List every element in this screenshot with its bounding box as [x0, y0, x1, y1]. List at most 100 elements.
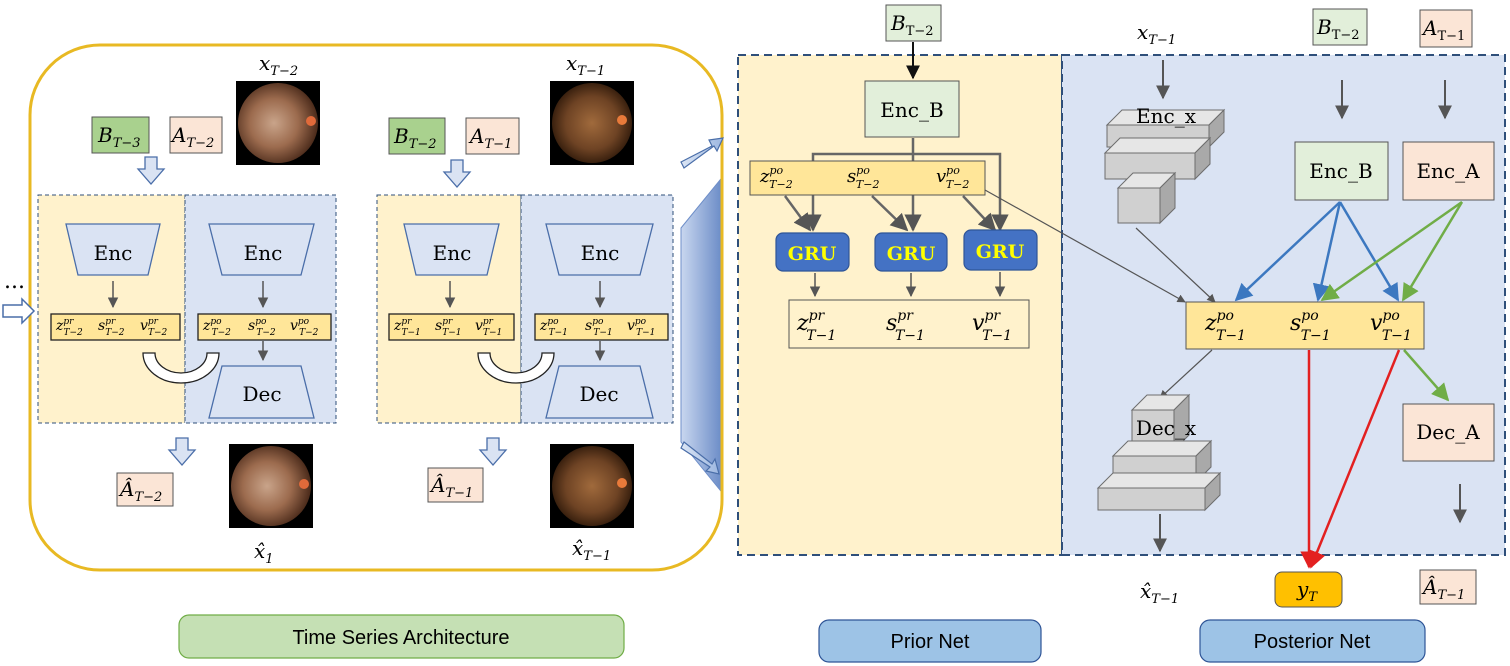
- posterior-latent-box: [534, 313, 669, 341]
- arrow-vpo-to-posterior: [984, 189, 1186, 303]
- b-tm2-prior-box: [885, 4, 942, 42]
- fundus-disc: [231, 446, 311, 526]
- ellipsis-text: ...: [4, 269, 25, 294]
- ahat-tm2-label: ÂT−2: [118, 477, 162, 505]
- optic-disc: [617, 478, 627, 488]
- ahat-tm1-post-label: ÂT−1: [1421, 575, 1465, 603]
- a-tm1-post-box: [1419, 9, 1473, 48]
- ahat-tm1-post-box: [1419, 569, 1477, 605]
- fundus-disc: [552, 446, 632, 526]
- dec-x-stack: [1096, 393, 1222, 512]
- x-tm1-label: xT−1: [566, 51, 605, 79]
- input-hollow-arrow: [2, 297, 36, 325]
- gru-3: [963, 229, 1038, 271]
- decoder: [208, 365, 315, 419]
- b-tm2-post-box: [1312, 8, 1368, 46]
- prior-latent-box: [388, 313, 515, 341]
- b-tm2-box: [388, 117, 446, 155]
- zoom-trapezoid: [680, 178, 721, 492]
- caption-time-series-label: Time Series Architecture: [292, 627, 509, 649]
- fundus-disc: [238, 83, 318, 163]
- kl-arc: [477, 352, 555, 384]
- ahat-tm1-label: ÂT−1: [429, 473, 473, 501]
- dec-a-label: Dec_A: [1416, 420, 1480, 444]
- optic-disc: [306, 116, 316, 126]
- a-tm1-label: AT−1: [468, 124, 512, 152]
- b-tm2-post-label: BT−2: [1316, 15, 1360, 43]
- b-tm2-prior-label: BT−2: [890, 11, 934, 39]
- down-hollow-arrow: [136, 156, 166, 185]
- prior-encoder-label: Enc: [94, 241, 133, 265]
- enc-b-prior-box: [864, 80, 960, 138]
- prior-encoder-label: Enc: [433, 241, 472, 265]
- arrow: [1135, 227, 1216, 303]
- enc-a-box: [1402, 141, 1495, 201]
- zoom-arrow-up: [680, 137, 725, 169]
- zoom-arrow-down: [680, 441, 720, 475]
- dec-a-box: [1402, 403, 1495, 462]
- caption-posterior-net-label: Posterior Net: [1254, 631, 1371, 653]
- enc-b-post-box: [1294, 141, 1389, 201]
- posterior-encoder-label: Enc: [244, 241, 283, 265]
- enc-a-label: Enc_A: [1416, 159, 1480, 183]
- prior-encoder: [65, 223, 161, 276]
- xhat-tm1-post-label: x̂T−1: [1140, 579, 1179, 607]
- caption-posterior-net: [1199, 619, 1426, 663]
- decoder: [545, 365, 654, 419]
- posterior-encoder: [545, 223, 654, 276]
- prior-latent-out-box: [788, 299, 1030, 349]
- kl-arc: [142, 352, 220, 384]
- enc-x-stack: [1103, 108, 1226, 225]
- enc-b-prior-label: Enc_B: [880, 98, 943, 122]
- posterior-latent-box: [197, 313, 332, 341]
- y-t-box: [1274, 571, 1343, 608]
- enc-b-to-latent-arrows: [1234, 201, 1400, 302]
- gru-2-label: GRU: [887, 243, 936, 265]
- enc-b-post-label: Enc_B: [1309, 159, 1372, 183]
- a-tm2-label: AT−2: [170, 123, 214, 151]
- xhat-tm1-label: x̂T−1: [572, 536, 611, 564]
- posterior-latent-prev-box: [749, 160, 986, 196]
- caption-time-series: [178, 614, 625, 659]
- x-tm2-label: xT−2: [259, 51, 298, 79]
- gru-output-arrows: [809, 272, 1006, 298]
- caption-prior-net-label: Prior Net: [891, 631, 970, 653]
- y-t-label: yT: [1296, 577, 1318, 605]
- fundus-disc: [552, 83, 632, 163]
- arrow-green: [1403, 349, 1450, 402]
- b-tm2-label: BT−2: [393, 124, 437, 152]
- ahat-tm2-box: [116, 472, 174, 507]
- xhat-1-label: x̂1: [254, 539, 274, 567]
- down-hollow-arrow: [442, 159, 472, 188]
- down-hollow-arrow: [478, 437, 508, 466]
- a-tm2-box: [169, 116, 223, 154]
- arrow-red: [1308, 349, 1401, 569]
- prior-latent-box: [50, 313, 181, 341]
- posterior-encoder: [208, 223, 315, 276]
- b-tm3-box: [91, 116, 150, 154]
- posterior-latent-box: [1185, 301, 1425, 350]
- enc-a-to-latent-arrows: [1320, 200, 1464, 302]
- optic-disc: [299, 479, 309, 489]
- a-tm1-post-label: AT−1: [1421, 16, 1465, 44]
- caption-prior-net: [818, 619, 1042, 663]
